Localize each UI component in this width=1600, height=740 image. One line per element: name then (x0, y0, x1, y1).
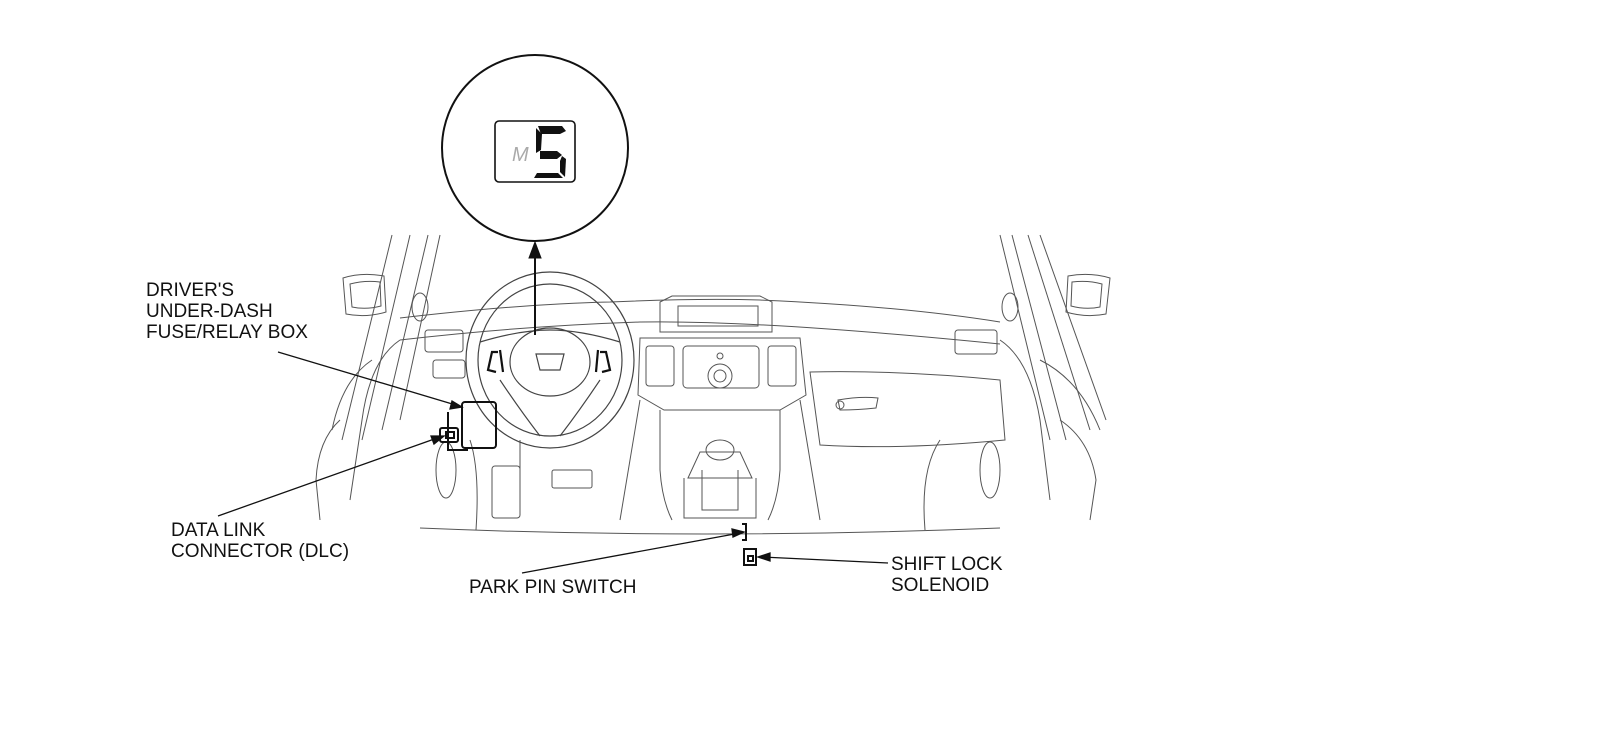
indicator-magnifier (441, 54, 629, 242)
dlc-leader (217, 436, 441, 517)
fuse-box-label-line-2: UNDER-DASH (146, 301, 273, 322)
shift-lock-label-line-1: SHIFT LOCK (891, 554, 1003, 575)
brake-pedal (491, 465, 521, 519)
dlc-label: DATA LINK CONNECTOR (DLC) (171, 520, 349, 562)
right-mirror (1065, 273, 1111, 317)
gear-indicator-display (494, 120, 576, 183)
park-pin-label: PARK PIN SWITCH (469, 577, 637, 598)
steering-wheel (465, 271, 635, 449)
shifter (687, 451, 753, 479)
glove-box (809, 371, 1006, 448)
fuse-box-label-line-1: DRIVER'S (146, 280, 235, 301)
park-pin-label-line-1: PARK PIN SWITCH (469, 577, 637, 598)
mode-letter: M (512, 144, 529, 166)
park-pin-switch (742, 523, 747, 541)
shift-lock-label: SHIFT LOCK SOLENOID (891, 554, 1003, 596)
dlc-label-line-1: DATA LINK (171, 520, 266, 541)
fuse-relay-box (461, 401, 497, 449)
dlc-label-line-2: CONNECTOR (DLC) (171, 541, 350, 562)
left-mirror (342, 273, 387, 317)
shift-lock-label-line-2: SOLENOID (891, 575, 990, 596)
fuse-box-label: DRIVER'S UNDER-DASH FUSE/RELAY BOX (146, 280, 308, 343)
left-paddle (486, 350, 498, 374)
gear-digit (534, 126, 566, 178)
center-stack (637, 337, 807, 411)
shift-lock-leader (761, 556, 889, 564)
park-pin-leader (521, 532, 741, 574)
left-a-pillar (341, 234, 441, 441)
fuse-box-label-line-3: FUSE/RELAY BOX (146, 322, 308, 343)
magnify-arrow (528, 240, 542, 335)
right-a-pillar (999, 234, 1107, 441)
dlc-connector (439, 427, 459, 443)
fuse-box-leader (277, 351, 460, 407)
dash-top (399, 298, 1001, 323)
center-display (659, 295, 773, 333)
right-paddle (600, 350, 612, 374)
accelerator-pedal (551, 469, 593, 489)
